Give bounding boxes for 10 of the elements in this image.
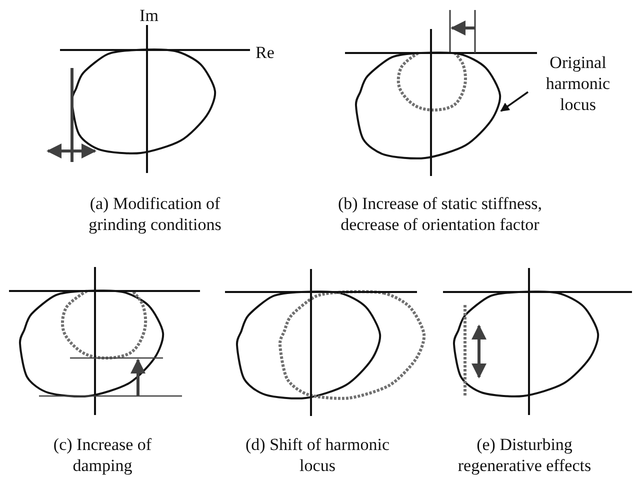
caption-text: (a) Modification of grinding conditions: [88, 193, 222, 235]
caption-text: (e) Disturbing regenerative effects: [456, 434, 592, 476]
callout-label: Original harmonic locus: [528, 52, 628, 115]
axis-label: Im: [138, 5, 160, 26]
locus-curve: [354, 52, 502, 160]
leader-line: [500, 91, 529, 112]
axis-label: Re: [254, 42, 276, 63]
caption-text: (c) Increase of damping: [52, 434, 153, 476]
caption-text: (b) Increase of static stiffness, decrease of orientation factor: [336, 193, 544, 235]
caption-text: (d) Shift of harmonic locus: [245, 434, 390, 476]
